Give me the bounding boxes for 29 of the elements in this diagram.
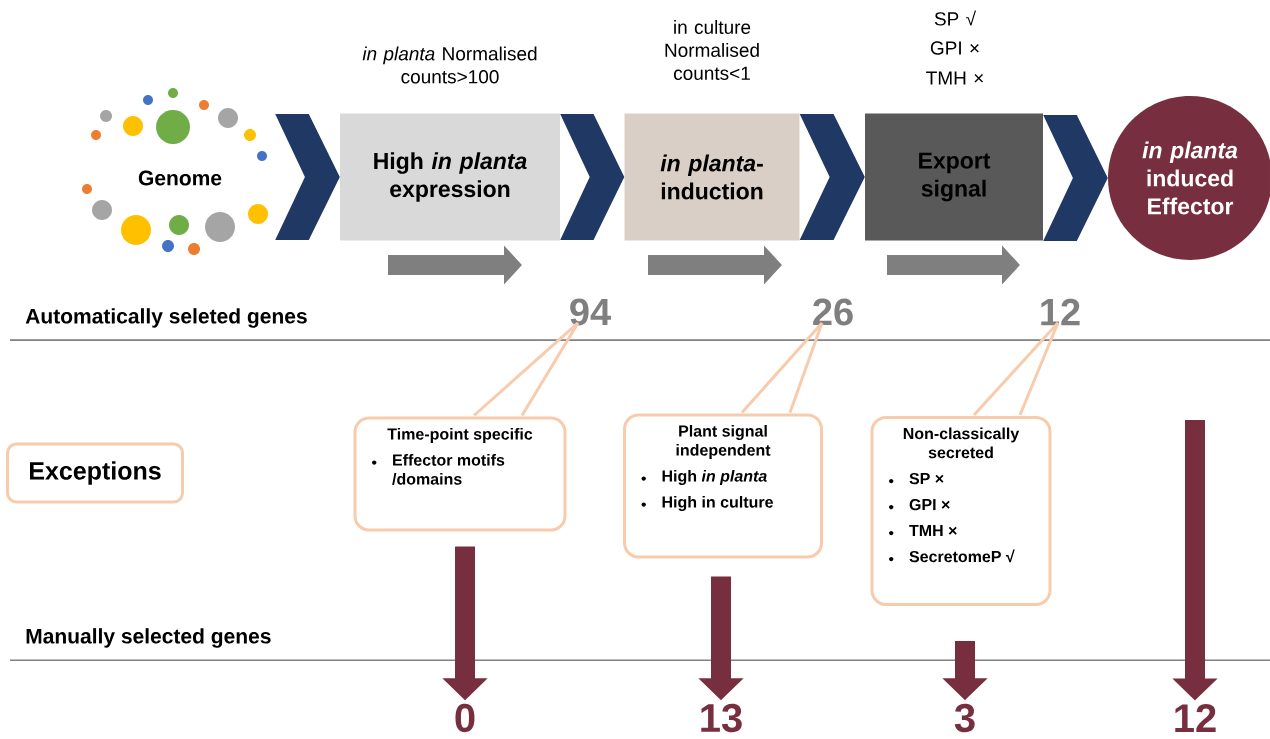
chevron-arrow [560, 114, 625, 240]
heading-box: Exceptions [6, 442, 184, 504]
chevron-arrow [275, 114, 340, 240]
count-number: 12 [1041, 298, 1080, 326]
process-box: Export signal [865, 113, 1043, 241]
callout-box: Time-point specific Effector motifs /domains [353, 416, 567, 532]
count-number: 0 [455, 703, 475, 733]
callout-pointer [972, 321, 1060, 417]
count-number: 94 [570, 298, 611, 326]
annotation-text: TMH × [926, 71, 983, 85]
count-number: 13 [701, 703, 742, 733]
annotation-text: in culture Normalised counts<1 [665, 20, 759, 80]
process-box: High in planta expression [340, 113, 560, 241]
callout-box: Plant signal independent High in planta High in culture [623, 413, 823, 559]
callout-box: Non-classically secreted SP × GPI × TMH × SecretomeP √ [870, 416, 1052, 606]
row-label: Manually selected genes [26, 628, 271, 648]
process-box: in planta-induction [624, 113, 800, 241]
count-number: 12 [1175, 704, 1216, 732]
chevron-arrow [799, 114, 865, 240]
count-number: 26 [813, 298, 853, 326]
count-number: 3 [954, 703, 975, 733]
callout-pointer [472, 321, 580, 417]
row-label: Automatically seleted genes [25, 308, 307, 328]
annotation-text: SP √ [934, 10, 976, 26]
chevron-arrow [1043, 115, 1108, 241]
callout-pointer [740, 321, 824, 414]
annotation-text: in planta Normalised counts>100 [362, 46, 537, 84]
annotation-text: GPI × [930, 41, 979, 55]
genome-label: Genome [138, 170, 222, 186]
